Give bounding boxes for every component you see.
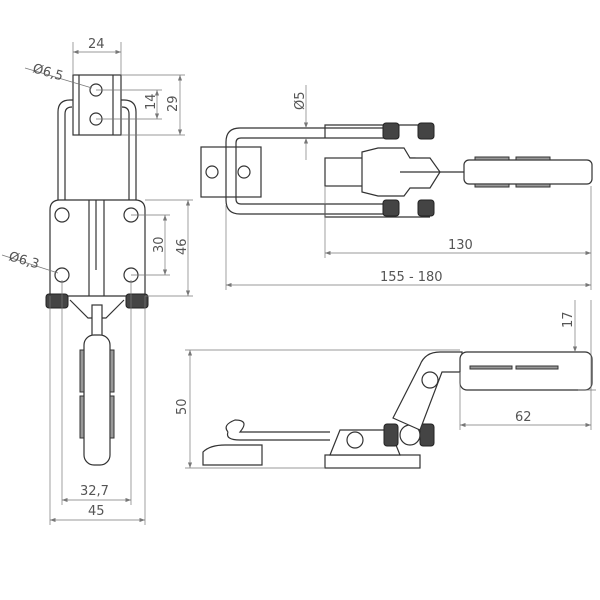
front-loop [57, 99, 137, 205]
dim-length-short: 130 [448, 238, 473, 253]
front-view [45, 74, 149, 466]
dim-hole-spacing-top: 14 [144, 93, 159, 110]
dim-hole-spacing-body: 30 [152, 236, 167, 253]
top-view [200, 122, 593, 218]
top-nut [382, 199, 400, 217]
side-base-plate [202, 444, 263, 466]
side-body [324, 454, 421, 469]
front-body-hole [54, 207, 70, 223]
dim-hole-body: Ø6,3 [7, 249, 41, 272]
side-view-dimensions: 50 17 62 [175, 300, 596, 469]
dim-height-top: 29 [166, 95, 181, 112]
dim-handle-height: 17 [561, 311, 576, 328]
top-handle [463, 159, 593, 185]
front-nut [45, 293, 69, 309]
dim-height-body: 46 [175, 238, 190, 255]
front-nut [125, 293, 149, 309]
dim-handle-length: 62 [515, 410, 532, 425]
side-lever-arm [392, 351, 463, 431]
dim-hole-distance: 32,7 [80, 484, 109, 499]
top-nut [417, 199, 435, 217]
top-nut [417, 122, 435, 140]
dim-width-top: 24 [88, 37, 105, 52]
top-view-dimensions: Ø5 130 155 - 180 [225, 85, 592, 290]
side-handle [459, 351, 593, 391]
front-handle [83, 334, 111, 466]
dim-hole-top: Ø6,5 [31, 61, 65, 84]
dim-overall-height: 50 [175, 398, 190, 415]
dim-rod-diameter: Ø5 [293, 91, 308, 110]
front-body [49, 199, 146, 297]
top-nut [382, 122, 400, 140]
front-body-hole [54, 267, 70, 283]
side-view [202, 351, 593, 469]
side-nut [383, 423, 399, 447]
side-nut [419, 423, 435, 447]
dim-width-body: 45 [88, 504, 105, 519]
dim-length-range: 155 - 180 [380, 270, 443, 285]
